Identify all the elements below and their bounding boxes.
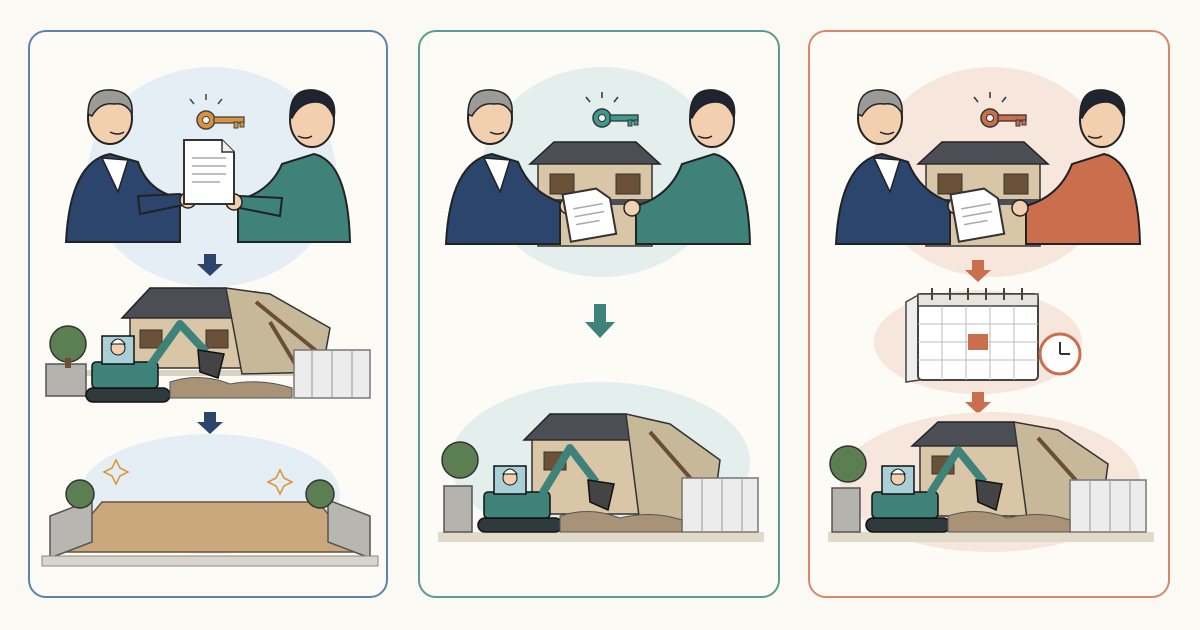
document-icon	[183, 139, 235, 205]
calendar-icon	[905, 288, 1039, 383]
younger-man-figure	[623, 89, 752, 245]
panel-sale-demolish-vacant-lot	[28, 30, 388, 598]
document-icon	[561, 187, 618, 243]
down-arrow-icon	[197, 254, 223, 276]
excavator-icon	[865, 446, 1003, 533]
older-man-figure	[834, 89, 965, 245]
demolition-scene	[438, 413, 764, 542]
demolition-scene	[828, 421, 1154, 542]
demolition-scene	[45, 287, 371, 403]
vacant-lot-scene	[41, 434, 379, 567]
tree	[49, 325, 87, 363]
older-man-figure	[444, 89, 577, 245]
stone-wall	[45, 363, 87, 397]
key-icon	[585, 92, 639, 128]
sparkle-icon	[266, 468, 294, 496]
fence	[681, 477, 759, 533]
panel-sale-with-house-then-demolish	[418, 30, 780, 598]
down-arrow-icon	[965, 392, 991, 414]
down-arrow-icon	[197, 412, 223, 434]
panel-2-art	[438, 67, 764, 542]
panel-sale-schedule-then-demolish	[808, 30, 1170, 598]
document-icon	[949, 187, 1006, 243]
younger-man-figure	[225, 89, 352, 243]
excavator-icon	[85, 320, 225, 403]
down-arrow-icon	[585, 304, 615, 338]
panel-1-art	[41, 67, 379, 567]
sparkle-icon	[102, 458, 130, 486]
younger-man-figure	[1011, 89, 1142, 245]
down-arrow-icon	[965, 260, 991, 282]
fence	[1069, 479, 1147, 533]
clock-icon	[1038, 332, 1082, 376]
fence	[293, 349, 371, 399]
key-icon	[189, 94, 245, 130]
key-icon	[973, 92, 1027, 128]
panel-3-art	[828, 67, 1154, 552]
